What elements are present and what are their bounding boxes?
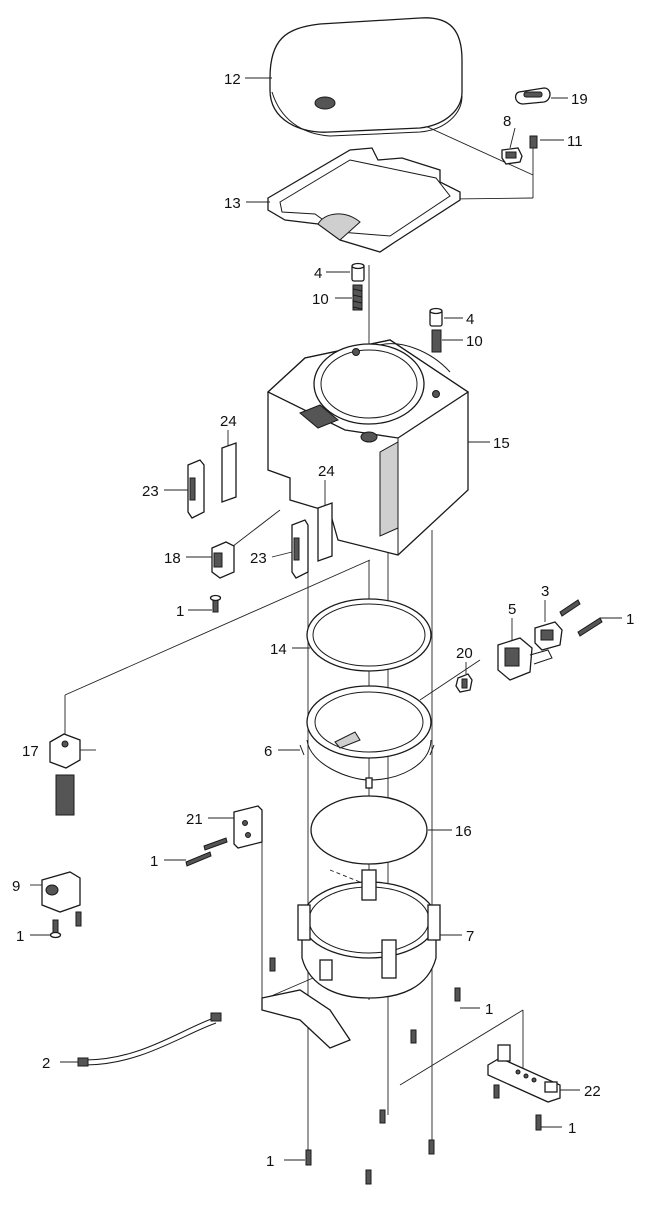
callout-labels: 12 19 8 11 13 4 10 4 10 15 24 23 24 23 1… xyxy=(12,71,634,1170)
part-24-foam-left xyxy=(221,442,237,503)
screw-b8 xyxy=(305,1149,312,1166)
part-15-housing xyxy=(266,339,470,556)
part-4-cap-right xyxy=(429,307,443,327)
part-10-spring-left xyxy=(352,284,363,311)
callout-18: 18 xyxy=(164,550,181,567)
part-7-base xyxy=(261,869,441,1049)
part-23-bracket-right xyxy=(291,519,309,579)
callout-9: 9 xyxy=(12,878,20,895)
part-18-connector xyxy=(211,541,235,579)
screw-b3 xyxy=(410,1029,417,1044)
callout-24-left: 24 xyxy=(220,413,237,430)
screw-18 xyxy=(209,594,222,613)
screw-b5 xyxy=(379,1109,386,1124)
callout-20: 20 xyxy=(456,645,473,662)
callout-5: 5 xyxy=(508,601,516,618)
callout-19: 19 xyxy=(571,91,588,108)
part-19-button xyxy=(514,87,551,105)
callout-1-c: 1 xyxy=(150,853,158,870)
part-23-bracket-left xyxy=(187,459,205,519)
part-22-pcb xyxy=(487,1044,561,1103)
callout-23-right: 23 xyxy=(250,550,267,567)
screw-b4 xyxy=(493,1084,500,1099)
part-11-spring xyxy=(529,135,538,149)
part-1-screws xyxy=(49,594,603,1185)
callout-6: 6 xyxy=(264,743,272,760)
screw-9b xyxy=(75,911,82,927)
part-21-plate xyxy=(233,805,263,849)
callout-1-g: 1 xyxy=(266,1153,274,1170)
part-9-spring xyxy=(55,774,75,816)
callout-11: 11 xyxy=(567,133,583,150)
assembly-guide-lines xyxy=(64,77,534,1150)
callout-12: 12 xyxy=(224,71,241,88)
part-16-o-ring xyxy=(310,795,428,865)
callout-2: 2 xyxy=(42,1055,50,1072)
callout-24-right: 24 xyxy=(318,463,335,480)
screw-b1 xyxy=(269,957,276,972)
callout-10-right: 10 xyxy=(466,333,483,350)
screw-b6 xyxy=(535,1114,542,1131)
callout-3: 3 xyxy=(541,583,549,600)
part-4-cap-left xyxy=(351,262,365,282)
screw-3a xyxy=(559,599,581,617)
part-14-seal-ring xyxy=(306,598,432,672)
callout-7: 7 xyxy=(466,928,474,945)
part-17-float-cap xyxy=(49,733,81,769)
part-9-valve-body xyxy=(41,871,81,913)
callout-1-e: 1 xyxy=(485,1001,493,1018)
callout-4-top: 4 xyxy=(314,265,322,282)
part-8-latch xyxy=(501,147,523,165)
part-3-valve xyxy=(534,621,563,651)
callout-10-top: 10 xyxy=(312,291,329,308)
callout-4-right: 4 xyxy=(466,311,474,328)
part-5-pump xyxy=(497,637,553,681)
screw-b7 xyxy=(428,1139,435,1155)
callout-13: 13 xyxy=(224,195,241,212)
callout-23-left: 23 xyxy=(142,483,159,500)
part-12-lid xyxy=(269,17,463,137)
leader-lines xyxy=(30,77,622,1161)
callout-15: 15 xyxy=(493,435,510,452)
callout-1-d: 1 xyxy=(16,928,24,945)
screw-3b xyxy=(577,617,603,637)
part-20-clip xyxy=(455,673,473,693)
part-24-foam-right xyxy=(317,502,333,562)
screw-9a xyxy=(49,919,62,939)
part-2-cable xyxy=(77,1012,222,1067)
callout-17: 17 xyxy=(22,743,39,760)
screw-21b xyxy=(185,851,212,867)
callout-22: 22 xyxy=(584,1083,601,1100)
part-10-spring-right xyxy=(431,329,442,353)
callout-1-a: 1 xyxy=(176,603,184,620)
callout-14: 14 xyxy=(270,641,287,658)
part-6-inner-cup xyxy=(299,685,435,789)
callout-8: 8 xyxy=(503,113,511,130)
callout-16: 16 xyxy=(455,823,472,840)
part-13-lid-frame xyxy=(267,147,461,253)
callout-1-f: 1 xyxy=(568,1120,576,1137)
screw-b2 xyxy=(454,987,461,1002)
callout-21: 21 xyxy=(186,811,203,828)
callout-1-b: 1 xyxy=(626,611,634,628)
screw-21a xyxy=(203,837,228,851)
screw-b9 xyxy=(365,1169,372,1185)
